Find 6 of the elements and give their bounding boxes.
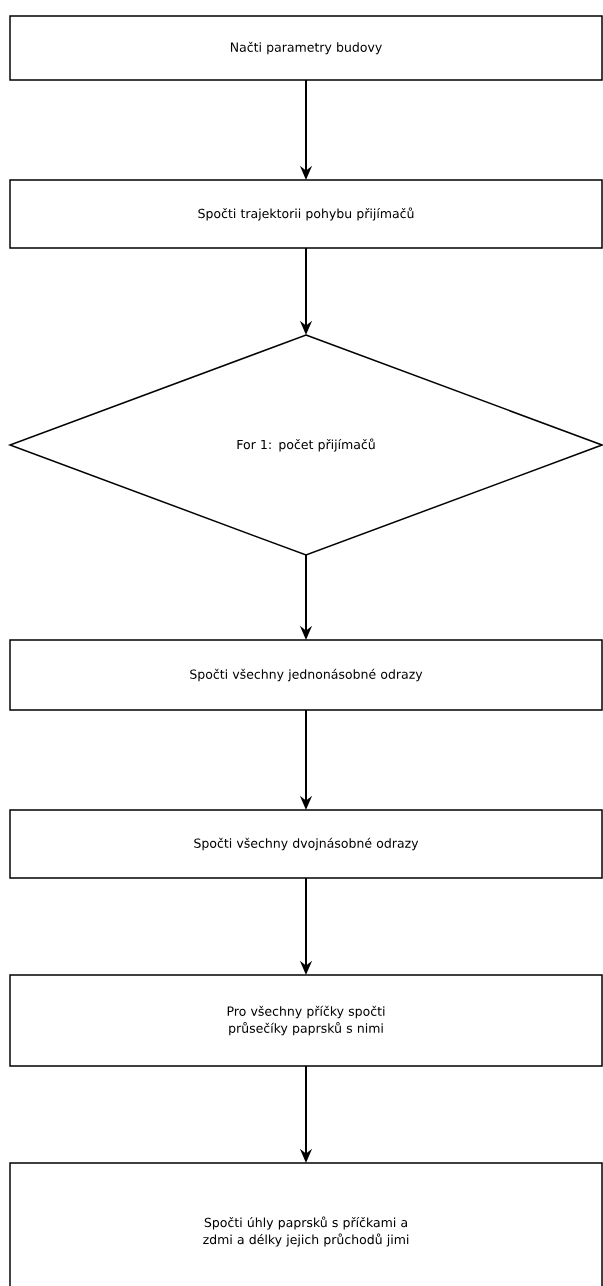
process-box: Načti parametry budovy: [9, 15, 603, 81]
process-box: Pro všechny příčky spočti průsečíky paprsků s nimi: [9, 974, 603, 1067]
process-box: Spočti všechny jednonásobné odrazy: [9, 639, 603, 711]
process-box: Spočti všechny dvojnásobné odrazy: [9, 809, 603, 879]
process-box: Spočti trajektorii pohybu přijímačů: [9, 179, 603, 249]
process-box: Spočti úhly paprsků s příčkami a zdmi a délky jejich průchodů jimi: [9, 1162, 603, 1286]
